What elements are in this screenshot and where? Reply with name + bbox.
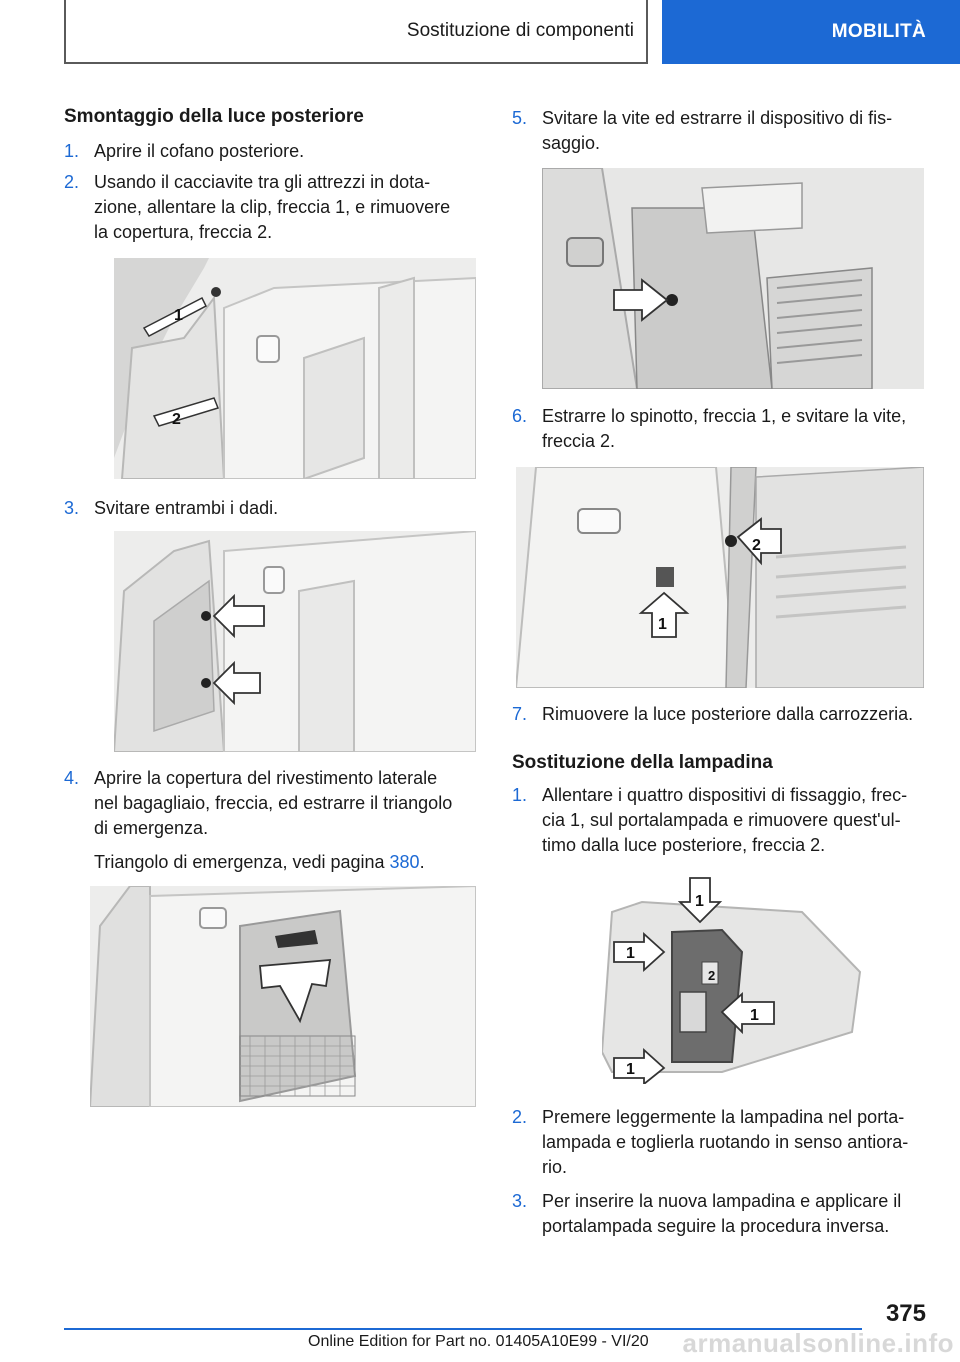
svg-text:1: 1 — [658, 616, 667, 633]
step-number: 5. — [512, 108, 528, 128]
svg-text:1: 1 — [626, 1061, 635, 1078]
step-number: 1. — [64, 141, 80, 161]
step-number: 3. — [64, 498, 80, 518]
step-left-1: 1. Aprire il cofano posteriore. — [64, 139, 476, 164]
step-bulb-1: 1. Allentare i quattro dispositivi di fi… — [512, 783, 926, 858]
step-text: Allentare i quattro dispositivi di fissa… — [542, 785, 908, 855]
step-right-5: 5. Svitare la vite ed estrarre il dispos… — [512, 106, 926, 156]
step-text: Usando il cacciavite tra gli attrezzi in… — [94, 172, 451, 242]
header-section-title: Sostituzione di componenti — [406, 20, 634, 41]
step-bulb-2: 2. Premere leggermente la lampadina nel … — [512, 1105, 926, 1180]
svg-text:2: 2 — [708, 968, 715, 983]
step-number: 1. — [512, 785, 528, 805]
cross-reference-end: . — [419, 852, 425, 872]
step-text: Estrarre lo spinotto, freccia 1, e svita… — [542, 406, 907, 451]
svg-text:2: 2 — [172, 411, 181, 428]
svg-text:1: 1 — [174, 307, 183, 324]
figure-connector-and-screw: 2 1 — [516, 467, 924, 688]
cross-reference: Triangolo di emergenza, vedi pagina 380. — [94, 850, 476, 875]
figure-warning-triangle-compartment — [90, 886, 476, 1107]
figure-illustration: 1 1 1 1 2 — [602, 877, 862, 1084]
figure-illustration: 2 1 — [516, 467, 924, 688]
section-title-remove-taillight: Smontaggio della luce posteriore — [64, 106, 364, 127]
header-chapter-tab[interactable]: MOBILITÀ — [662, 0, 960, 64]
svg-text:1: 1 — [695, 893, 704, 910]
section-title-replace-bulb: Sostituzione della lampadina — [512, 752, 773, 773]
figure-illustration: 1 2 — [114, 258, 476, 479]
header-section-box: Sostituzione di componenti — [64, 0, 648, 64]
figure-illustration — [542, 168, 924, 389]
figure-illustration — [114, 531, 476, 752]
figure-fixing-screw — [542, 168, 924, 389]
svg-text:2: 2 — [752, 537, 761, 554]
figure-taillight-nuts — [114, 531, 476, 752]
step-number: 2. — [512, 1107, 528, 1127]
watermark: armanualsonline.info — [682, 1328, 954, 1358]
step-text: Aprire il cofano posteriore. — [94, 141, 305, 161]
step-right-7: 7. Rimuovere la luce posteriore dalla ca… — [512, 702, 926, 727]
svg-text:1: 1 — [626, 945, 635, 962]
header-chapter-label: MOBILITÀ — [831, 21, 926, 42]
step-left-4: 4. Aprire la copertura del rivestimento … — [64, 766, 476, 841]
step-text: Aprire la copertura del rivestimento lat… — [94, 768, 453, 838]
svg-text:1: 1 — [750, 1007, 759, 1024]
step-text: Per inserire la nuova lampadina e applic… — [542, 1191, 902, 1236]
figure-bulb-holder: 1 1 1 1 2 — [602, 872, 862, 1084]
page-number: 375 — [885, 1300, 926, 1327]
step-text: Svitare la vite ed estrarre il dispositi… — [542, 108, 893, 153]
step-number: 2. — [64, 172, 80, 192]
step-right-6: 6. Estrarre lo spinotto, freccia 1, e sv… — [512, 404, 926, 454]
step-number: 7. — [512, 704, 528, 724]
step-left-2: 2. Usando il cacciavite tra gli attrezzi… — [64, 170, 476, 245]
step-number: 3. — [512, 1191, 528, 1211]
page-link-380[interactable]: 380 — [389, 852, 420, 872]
step-number: 6. — [512, 406, 528, 426]
footer-edition: Online Edition for Part no. 01405A10E99 … — [308, 1333, 649, 1350]
figure-illustration — [90, 886, 476, 1107]
step-text: Svitare entrambi i dadi. — [94, 498, 279, 518]
figure-trunk-cover-clip: 1 2 — [114, 258, 476, 479]
cross-reference-text: Triangolo di emergenza, vedi pagina — [94, 852, 390, 872]
step-text: Rimuovere la luce posteriore dalla carro… — [542, 704, 914, 724]
step-number: 4. — [64, 768, 80, 788]
footer-divider — [64, 1328, 862, 1330]
step-bulb-3: 3. Per inserire la nuova lampadina e app… — [512, 1189, 926, 1239]
step-text: Premere leggermente la lampadina nel por… — [542, 1107, 909, 1177]
step-left-3: 3. Svitare entrambi i dadi. — [64, 496, 476, 521]
